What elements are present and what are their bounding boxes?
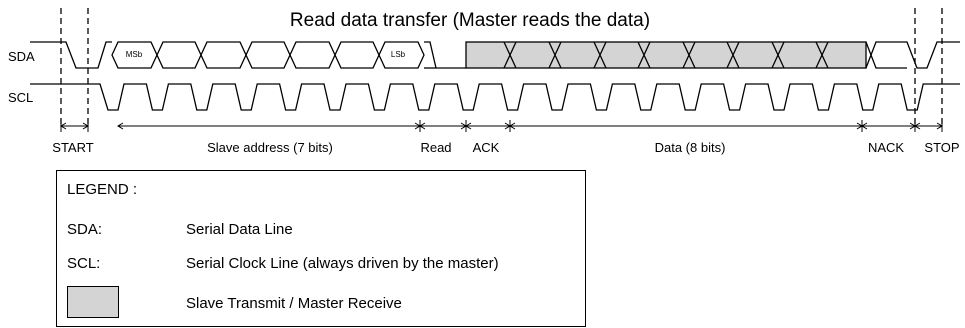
sda-data-transition: [637, 41, 651, 69]
legend-text-sda: Serial Data Line: [186, 221, 293, 238]
sda-address-bit: [334, 41, 380, 69]
sda-address-bit: [289, 41, 336, 69]
timeline-arrowhead: [509, 122, 516, 130]
sda-data-transition: [815, 41, 829, 69]
phase-start-label: START: [52, 140, 93, 155]
legend-heading: LEGEND :: [67, 181, 138, 198]
legend-text-slave-transmit: Slave Transmit / Master Receive: [186, 295, 402, 312]
timeline-arrowhead: [419, 122, 426, 130]
sda-data-transition: [503, 41, 517, 69]
sda-nack-stop-segment: [865, 41, 960, 69]
legend-text-scl: Serial Clock Line (always driven by the …: [186, 255, 499, 272]
sda-address-bit: [200, 41, 247, 69]
sda-address-bit: [156, 41, 202, 69]
scl-label: SCL: [8, 90, 33, 105]
sda-address-bit: [245, 41, 291, 69]
sda-start-segment: [30, 41, 112, 69]
timing-diagram: Read data transfer (Master reads the dat…: [8, 8, 960, 155]
phase-stop-label: STOP: [924, 140, 959, 155]
sda-waveform: [30, 41, 960, 69]
timeline-arrowhead: [861, 122, 868, 130]
timeline-arrowhead: [60, 122, 67, 130]
sda-data-transition: [682, 41, 696, 69]
phase-data-label: Data (8 bits): [655, 140, 726, 155]
legend-box: LEGEND : SDA: Serial Data Line SCL: Seri…: [56, 170, 586, 327]
scl-clock-line: [30, 83, 960, 111]
phase-nack-label: NACK: [868, 140, 904, 155]
timeline-arrowhead: [117, 122, 124, 130]
timeline-arrowhead: [914, 122, 921, 130]
sda-label: SDA: [8, 49, 35, 64]
sda-data-transition: [726, 41, 740, 69]
phase-address-label: Slave address (7 bits): [207, 140, 333, 155]
phase-ack-label: ACK: [473, 140, 500, 155]
lsb-label: LSb: [391, 50, 406, 59]
msb-label: MSb: [126, 50, 143, 59]
legend-key-sda: SDA:: [67, 221, 103, 238]
phase-timeline: [60, 120, 943, 132]
diagram-title: Read data transfer (Master reads the dat…: [290, 10, 650, 31]
timeline-arrowhead: [82, 122, 89, 130]
sda-data-transition: [548, 41, 562, 69]
timeline-arrowhead: [936, 122, 943, 130]
phase-read-label: Read: [420, 140, 451, 155]
legend-key-scl: SCL:: [67, 255, 101, 272]
sda-address-bit: [378, 41, 425, 69]
sda-read-bit: [424, 41, 466, 69]
sda-data-transition: [771, 41, 785, 69]
legend-shade-swatch: [67, 286, 119, 318]
timeline-arrowhead: [465, 122, 472, 130]
sda-slave-transmit-region: [465, 41, 867, 69]
scl-waveform: [30, 83, 960, 111]
sda-data-transition: [593, 41, 607, 69]
sda-nack-alt: [865, 41, 907, 69]
